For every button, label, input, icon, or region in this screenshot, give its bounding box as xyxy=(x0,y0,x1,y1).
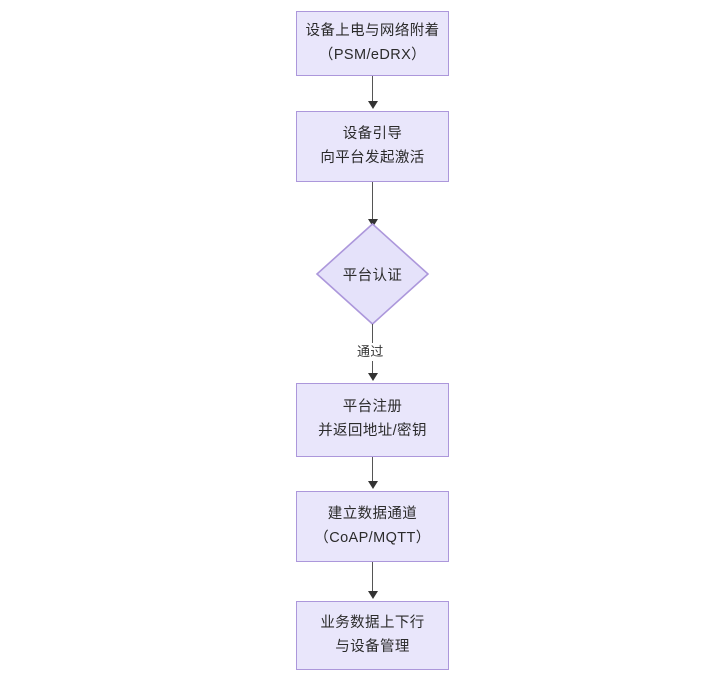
flow-edge-4-line xyxy=(372,457,373,483)
flow-node-power-on[interactable]: 设备上电与网络附着 （PSM/eDRX） xyxy=(296,11,449,76)
flow-node-business-data[interactable]: 业务数据上下行 与设备管理 xyxy=(296,601,449,670)
flow-node-power-on-line2: （PSM/eDRX） xyxy=(318,46,427,63)
flow-node-bootstrap-line2: 向平台发起激活 xyxy=(320,149,425,166)
flow-node-data-channel[interactable]: 建立数据通道 （CoAP/MQTT） xyxy=(296,491,449,562)
flow-node-power-on-line1: 设备上电与网络附着 xyxy=(305,22,440,39)
flow-edge-3-label: 通过 xyxy=(354,343,387,361)
flow-node-business-data-line1: 业务数据上下行 xyxy=(320,614,425,631)
flow-edge-4-arrow-icon xyxy=(368,481,378,489)
flow-node-registration-line1: 平台注册 xyxy=(342,399,403,416)
flow-edge-2-arrow-icon xyxy=(368,219,378,227)
flow-edge-1-line xyxy=(372,76,373,103)
flow-node-registration-line2: 并返回地址/密钥 xyxy=(318,423,427,439)
flow-node-registration[interactable]: 平台注册 并返回地址/密钥 xyxy=(296,383,449,457)
flow-edge-2-line xyxy=(372,182,373,222)
flow-node-data-channel-line2: （CoAP/MQTT） xyxy=(314,529,431,546)
flow-node-data-channel-line1: 建立数据通道 xyxy=(327,505,418,522)
flow-node-bootstrap[interactable]: 设备引导 向平台发起激活 xyxy=(296,111,449,182)
flow-node-auth-decision-label: 平台认证 xyxy=(342,267,403,284)
flow-node-bootstrap-line1: 设备引导 xyxy=(342,125,403,142)
flow-node-business-data-line2: 与设备管理 xyxy=(335,638,410,655)
flow-node-auth-decision[interactable]: 平台认证 xyxy=(315,222,430,326)
flow-edge-5-line xyxy=(372,562,373,593)
flow-edge-3-arrow-icon xyxy=(368,373,378,381)
flow-edge-1-arrow-icon xyxy=(368,101,378,109)
flow-edge-5-arrow-icon xyxy=(368,591,378,599)
